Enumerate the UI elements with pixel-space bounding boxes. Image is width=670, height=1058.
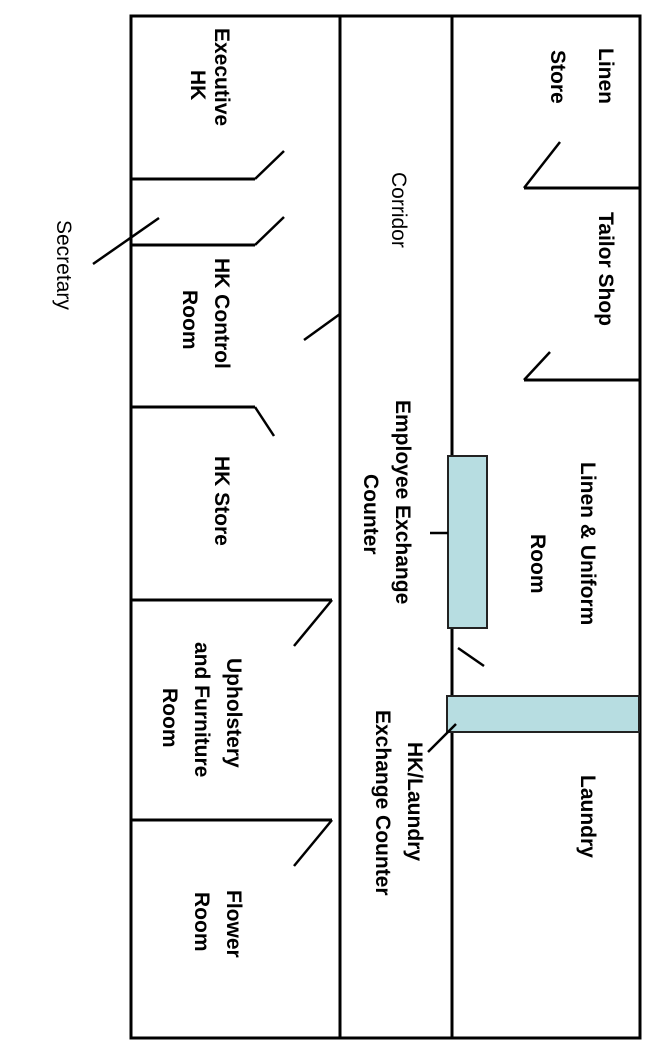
label-hk-laundry-exchange-counter: HK/Laundry Exchange Counter [371,710,426,896]
svg-text:Room: Room [190,892,213,952]
door-tailor-shop [523,351,551,381]
svg-text:Linen & Uniform: Linen & Uniform [576,462,599,625]
door-executive-hk [254,150,285,180]
door-hk-control [253,406,276,437]
svg-text:Upholstery: Upholstery [222,658,245,768]
label-secretary: Secretary [52,220,75,310]
svg-text:Secretary: Secretary [52,220,75,310]
label-employee-exchange-counter: Employee Exchange Counter [359,400,414,604]
svg-text:Counter: Counter [359,474,382,555]
door-hk-store [293,599,333,647]
label-laundry: Laundry [576,775,599,858]
svg-text:HK: HK [186,70,209,100]
employee-exchange-counter [447,455,488,629]
svg-text:Store: Store [546,50,569,104]
svg-text:Room: Room [178,290,201,350]
door-corridor [303,312,341,342]
svg-text:and Furniture: and Furniture [190,642,213,777]
label-hk-control-room: HK Control Room [178,258,233,369]
door-upholstery [293,819,333,867]
hk-laundry-counter-pointer [427,723,457,753]
svg-text:Exchange Counter: Exchange Counter [371,710,394,896]
label-flower-room: Flower Room [190,890,245,958]
svg-text:Tailor Shop: Tailor Shop [594,212,617,326]
label-hk-store: HK Store [210,456,233,546]
svg-text:Room: Room [158,688,181,748]
svg-text:Corridor: Corridor [387,172,410,248]
label-upholstery-room: Upholstery and Furniture Room [158,642,245,777]
svg-text:Laundry: Laundry [576,775,599,858]
outer-wall [129,14,642,1040]
door-linen-uniform [457,646,485,668]
hk-laundry-exchange-counter [446,695,640,733]
svg-text:HK Control: HK Control [210,258,233,369]
svg-text:Employee Exchange: Employee Exchange [391,400,414,604]
svg-text:Flower: Flower [222,890,245,958]
svg-text:Room: Room [526,534,549,594]
door-linen-store [523,141,561,189]
svg-text:Executive: Executive [210,28,233,126]
label-tailor-shop: Tailor Shop [594,212,617,326]
door-secretary [254,216,285,246]
label-linen-uniform-room: Linen & Uniform Room [526,462,599,625]
secretary-pointer [92,216,160,266]
label-corridor: Corridor [387,172,410,248]
label-executive-hk: Executive HK [186,28,233,126]
label-linen-store: Linen Store [546,48,617,104]
svg-text:HK Store: HK Store [210,456,233,546]
svg-text:HK/Laundry: HK/Laundry [403,742,426,861]
svg-text:Linen: Linen [594,48,617,104]
